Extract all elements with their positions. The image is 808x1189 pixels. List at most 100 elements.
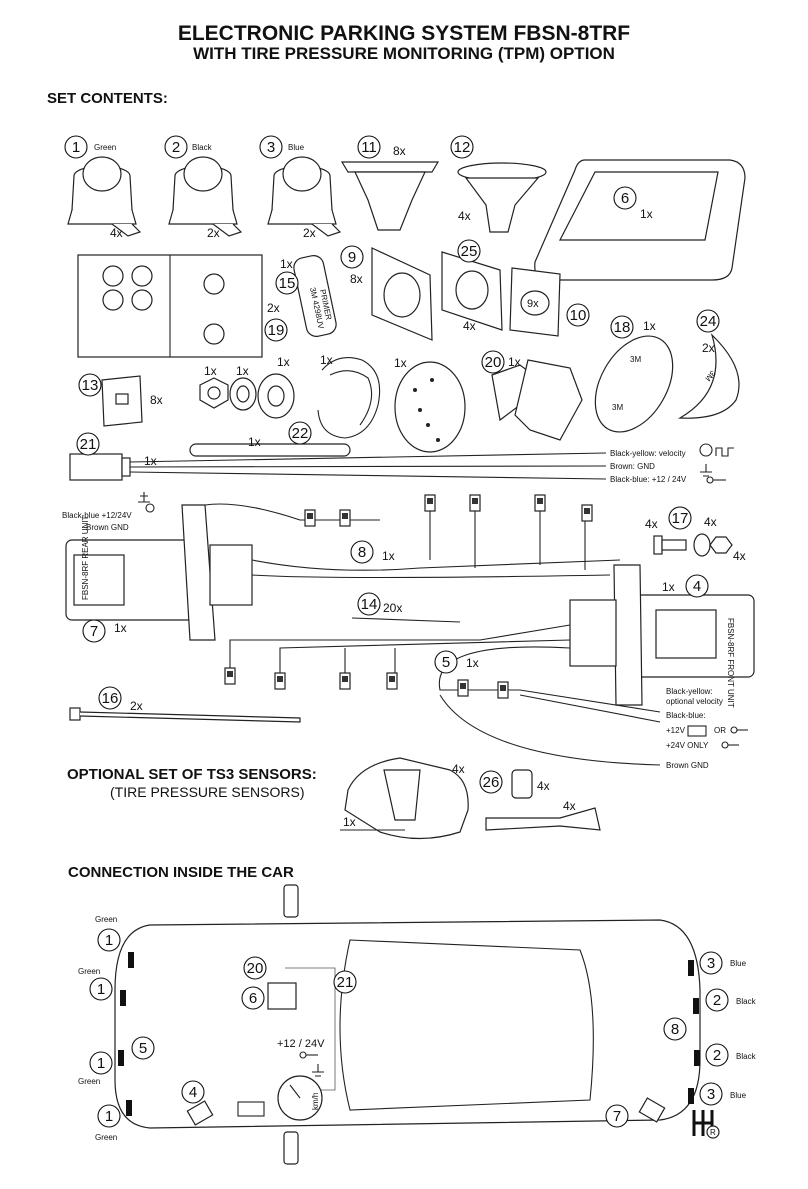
svg-text:Blue: Blue — [730, 959, 747, 968]
dome-cover: 1x — [394, 356, 466, 453]
part-22-rod: 22 1x — [189, 421, 351, 457]
svg-text:1x: 1x — [643, 319, 656, 333]
svg-text:FBSN-8RF FRONT UNIT: FBSN-8RF FRONT UNIT — [726, 618, 735, 708]
car-right-sensor-labels: 3 Blue 2 Black 2 Black 3 Blue 8 7 — [605, 951, 757, 1128]
svg-text:+24V ONLY: +24V ONLY — [666, 741, 709, 750]
svg-text:12: 12 — [454, 139, 471, 156]
svg-text:3M: 3M — [612, 403, 623, 412]
svg-text:7: 7 — [90, 623, 98, 640]
mounting-clip: 1x — [317, 353, 381, 439]
svg-text:1x: 1x — [204, 364, 217, 378]
optional-sensors-heading: OPTIONAL SET OF TS3 SENSORS: — [67, 766, 317, 783]
svg-text:15: 15 — [279, 275, 296, 292]
svg-text:Black-yellow:: Black-yellow: — [666, 687, 713, 696]
svg-text:19: 19 — [268, 322, 285, 339]
part-11-mount-ring: 11 8x — [340, 135, 440, 231]
part-20-mic: 20 1x — [481, 350, 583, 441]
part-13-plate: 13 8x — [78, 373, 163, 427]
svg-text:Black-blue:: Black-blue: — [666, 711, 706, 720]
svg-text:1x: 1x — [280, 257, 293, 271]
part-qty: 4x — [110, 226, 123, 240]
optional-sensors-subheading: (TIRE PRESSURE SENSORS) — [110, 784, 305, 800]
svg-text:1: 1 — [105, 1108, 113, 1125]
svg-text:1x: 1x — [248, 435, 261, 449]
svg-text:1: 1 — [97, 981, 105, 998]
svg-text:9x: 9x — [527, 298, 539, 310]
svg-text:R: R — [710, 1128, 716, 1137]
svg-text:Black-blue: +12 / 24V: Black-blue: +12 / 24V — [610, 475, 687, 484]
part-24-adhesive-strip: 3M 24 2x — [677, 309, 740, 419]
svg-text:Black: Black — [736, 1052, 757, 1061]
svg-text:Green: Green — [95, 1133, 117, 1142]
svg-text:8x: 8x — [393, 144, 406, 158]
svg-text:14: 14 — [361, 596, 378, 613]
svg-text:+12 / 24V: +12 / 24V — [277, 1038, 325, 1050]
svg-text:Blue: Blue — [288, 143, 305, 152]
svg-text:5: 5 — [139, 1040, 147, 1057]
svg-text:FBSN-8RF REAR UNIT: FBSN-8RF REAR UNIT — [81, 515, 90, 600]
svg-text:Brown GND: Brown GND — [86, 523, 129, 532]
svg-text:4x: 4x — [452, 762, 465, 776]
nut-washer-set: 1x 1x 1x — [199, 355, 295, 419]
part-8-harness: 8 1x — [204, 494, 621, 579]
svg-text:2x: 2x — [130, 699, 143, 713]
part-16-cable-tie: 16 2x — [69, 686, 301, 723]
svg-text:Black-blue +12/24V: Black-blue +12/24V — [62, 511, 132, 520]
svg-text:1x: 1x — [320, 353, 333, 367]
svg-text:10: 10 — [570, 307, 587, 324]
svg-text:6: 6 — [621, 190, 629, 207]
part-25-bracket: 25 4x — [441, 239, 503, 333]
part-14-cable-tie: 14 20x — [351, 592, 461, 623]
svg-text:Brown: GND: Brown: GND — [610, 462, 655, 471]
svg-text:Brown GND: Brown GND — [666, 761, 709, 770]
svg-text:4x: 4x — [463, 319, 476, 333]
svg-text:4x: 4x — [537, 779, 550, 793]
drilling-template — [77, 254, 263, 358]
part-19-label: 19 2x — [264, 301, 288, 342]
svg-text:2: 2 — [713, 992, 721, 1009]
svg-text:8x: 8x — [350, 272, 363, 286]
svg-text:Green: Green — [78, 1077, 100, 1086]
part-7-rear-unit: FBSN-8RF REAR UNIT 7 1x Black-blue +12/2… — [62, 492, 253, 643]
svg-text:2: 2 — [172, 139, 180, 156]
svg-text:2x: 2x — [702, 341, 715, 355]
svg-text:8: 8 — [358, 544, 366, 561]
svg-text:1x: 1x — [277, 355, 290, 369]
svg-text:4: 4 — [189, 1084, 197, 1101]
svg-text:16: 16 — [102, 690, 119, 707]
svg-text:km/h: km/h — [311, 1093, 320, 1110]
tire-pressure-sensor: 4x 1x — [340, 757, 469, 840]
svg-text:2x: 2x — [207, 226, 220, 240]
part-9-bracket: 9 8x — [340, 245, 433, 341]
svg-text:7: 7 — [613, 1108, 621, 1125]
svg-text:25: 25 — [461, 243, 478, 260]
part-17-bolt-set: 17 4x 4x 4x — [645, 506, 746, 563]
svg-text:4: 4 — [693, 578, 701, 595]
svg-text:11: 11 — [361, 139, 377, 156]
svg-text:4x: 4x — [704, 515, 717, 529]
svg-text:optional velocity: optional velocity — [666, 697, 723, 706]
car-left-sensor-labels: Green 1 Green 1 1 Green 1 Green 5 4 20 6… — [78, 915, 357, 1142]
svg-text:6: 6 — [249, 990, 257, 1007]
part-10-pad: 9x 10 — [509, 267, 590, 337]
svg-text:1x: 1x — [466, 656, 479, 670]
svg-text:Green: Green — [78, 967, 100, 976]
part-6-display: 6 1x — [534, 159, 746, 281]
part-26-valve-set: 26 4x 4x — [479, 769, 601, 831]
svg-text:21: 21 — [337, 974, 354, 991]
svg-text:1x: 1x — [662, 580, 675, 594]
svg-text:Black: Black — [192, 143, 213, 152]
svg-text:1x: 1x — [508, 355, 521, 369]
part-4-front-unit: FBSN-8RF FRONT UNIT 4 1x — [569, 564, 755, 708]
svg-text:21: 21 — [80, 436, 97, 453]
svg-text:20: 20 — [485, 354, 502, 371]
svg-text:OR: OR — [714, 726, 726, 735]
part-number: 1 — [72, 139, 80, 156]
svg-text:1x: 1x — [640, 207, 653, 221]
sensor-color-label: Green — [94, 143, 116, 152]
svg-text:4x: 4x — [645, 517, 658, 531]
part-15-primer: 15 1x PRIMER 3M 4298UV — [275, 255, 337, 337]
svg-text:Black-yellow: velocity: Black-yellow: velocity — [610, 449, 686, 458]
svg-text:20: 20 — [247, 960, 264, 977]
